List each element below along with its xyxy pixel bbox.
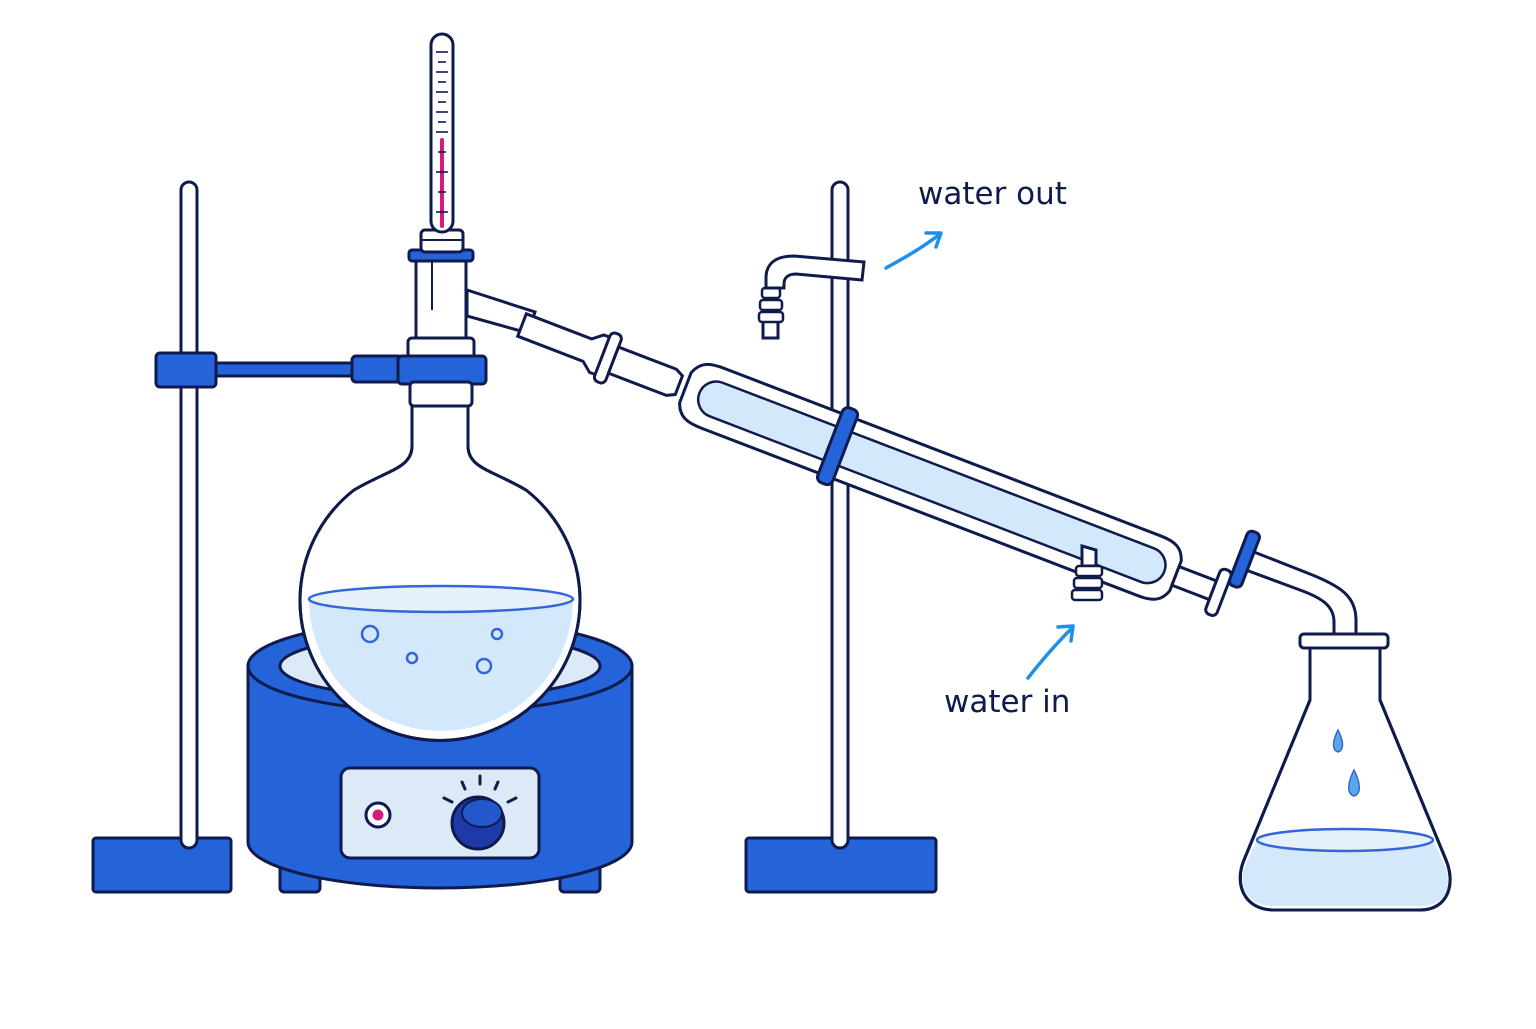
left-stand-rod [179, 180, 199, 850]
water-out-annotation: water out [884, 176, 1067, 270]
thermometer-scale [436, 51, 448, 213]
upper-port-ring-1 [757, 310, 785, 324]
flask-outline [298, 402, 582, 742]
lower-port-ring-3 [1070, 588, 1104, 602]
adapter-bend [1243, 550, 1358, 648]
middle-stand-rod [830, 180, 850, 850]
clamp-boss-head [154, 351, 218, 389]
left-stand-base [91, 836, 233, 894]
inlet-neck [606, 345, 685, 397]
middle-ring-stand [744, 180, 938, 894]
condensate-droplets [1332, 728, 1360, 797]
clamp-rod [208, 361, 362, 378]
distillation-head [406, 228, 537, 364]
condenser-upper-port [757, 254, 866, 340]
dial-knob-icon[interactable] [442, 774, 518, 851]
arrow-up-right-icon [884, 231, 943, 270]
flask-neck-band [408, 380, 474, 408]
water-in-annotation: water in [944, 624, 1075, 720]
left-ring-stand [91, 180, 233, 894]
lower-port-ring-1 [1074, 564, 1104, 578]
clamp-jaw-left [350, 354, 404, 384]
adapter-clip [1227, 529, 1261, 589]
upper-port-ring-2 [758, 298, 784, 312]
water-out-label: water out [918, 176, 1067, 212]
thermometer-tube [429, 32, 455, 234]
condenser-cooling-water [696, 380, 1167, 585]
water-in-label: water in [944, 684, 1070, 720]
flask-liquid-surface [307, 584, 575, 614]
arrow-up-right-icon [1026, 624, 1075, 680]
indicator-light-icon [364, 801, 392, 829]
head-column [414, 254, 468, 348]
receiving-flask [1238, 632, 1452, 912]
receiving-flask-lip [1298, 632, 1390, 650]
condenser-clamp-band [815, 406, 860, 487]
receiver-adapter [1227, 529, 1358, 648]
flask-clamp [154, 351, 488, 408]
condenser-lower-port [1070, 544, 1104, 602]
lower-port-ring-2 [1072, 576, 1104, 590]
receiving-flask-outline [1238, 699, 1452, 912]
receiving-liquid-surface [1255, 827, 1435, 853]
clamp-ring [396, 354, 488, 386]
lower-port-tube [1080, 544, 1098, 568]
condenser [515, 311, 1233, 617]
round-bottom-flask [298, 400, 582, 742]
water-out-hose [764, 254, 866, 290]
bubbles [360, 624, 504, 675]
outlet-clip [1204, 567, 1233, 617]
receiving-flask-liquid [1242, 840, 1448, 906]
flask-liquid-fill [309, 599, 573, 688]
thermometer [429, 32, 455, 234]
